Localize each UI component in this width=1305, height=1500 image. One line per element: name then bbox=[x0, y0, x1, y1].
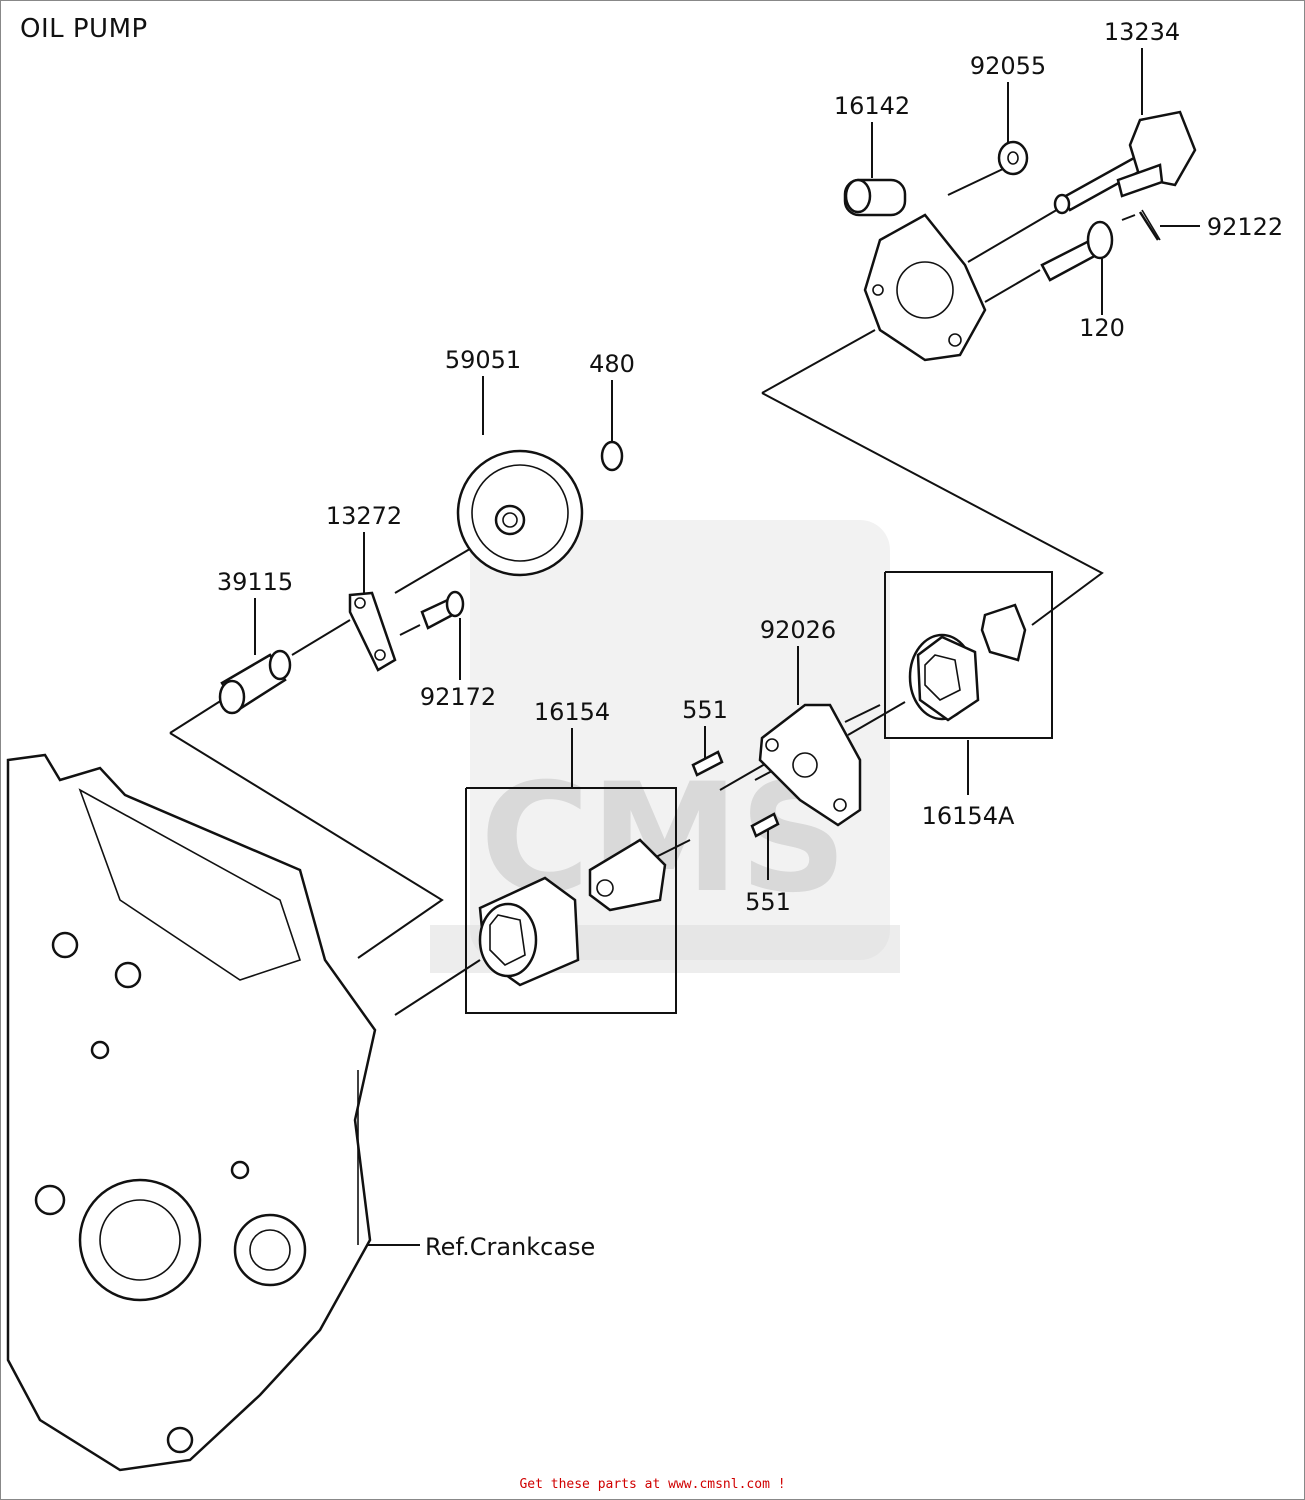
part-labels: 13234 92055 16142 92122 120 59051 480 13… bbox=[217, 18, 1283, 1261]
part-551-dowel-lower bbox=[750, 812, 780, 838]
label-92055: 92055 bbox=[970, 52, 1046, 80]
part-13234-shaft-gear bbox=[1053, 110, 1197, 241]
diagram-title: OIL PUMP bbox=[20, 14, 148, 44]
label-551-lower: 551 bbox=[745, 888, 791, 916]
label-16154: 16154 bbox=[534, 698, 610, 726]
ref-crankcase-outline bbox=[6, 753, 377, 1472]
label-39115: 39115 bbox=[217, 568, 293, 596]
label-13272: 13272 bbox=[326, 502, 402, 530]
part-92172-screw bbox=[420, 590, 465, 630]
part-551-dowel-upper bbox=[691, 750, 724, 777]
label-ref-crankcase: Ref.Crankcase bbox=[425, 1233, 595, 1261]
part-120-bolt bbox=[1040, 220, 1114, 282]
part-480-circlip bbox=[600, 440, 624, 472]
label-92172: 92172 bbox=[420, 683, 496, 711]
part-16142-pump-body bbox=[843, 178, 987, 362]
part-92122-pin bbox=[1138, 211, 1160, 241]
label-120: 120 bbox=[1079, 314, 1125, 342]
part-92026-cover bbox=[758, 703, 862, 827]
label-92026: 92026 bbox=[760, 616, 836, 644]
label-13234: 13234 bbox=[1104, 18, 1180, 46]
label-92122: 92122 bbox=[1207, 213, 1283, 241]
footer-link-text[interactable]: Get these parts at www.cmsnl.com ! bbox=[519, 1477, 786, 1492]
part-92055-washer bbox=[997, 140, 1029, 176]
label-16142: 16142 bbox=[834, 92, 910, 120]
label-59051: 59051 bbox=[445, 346, 521, 374]
part-39115-fitting bbox=[218, 649, 292, 715]
part-16154A-rotor-set bbox=[908, 603, 1027, 722]
label-551-upper: 551 bbox=[682, 696, 728, 724]
part-16154-rotor-set bbox=[478, 838, 667, 987]
part-59051-gear bbox=[456, 449, 584, 577]
part-13272-plate bbox=[348, 591, 397, 672]
label-16154A: 16154A bbox=[922, 802, 1015, 830]
label-480: 480 bbox=[589, 350, 635, 378]
